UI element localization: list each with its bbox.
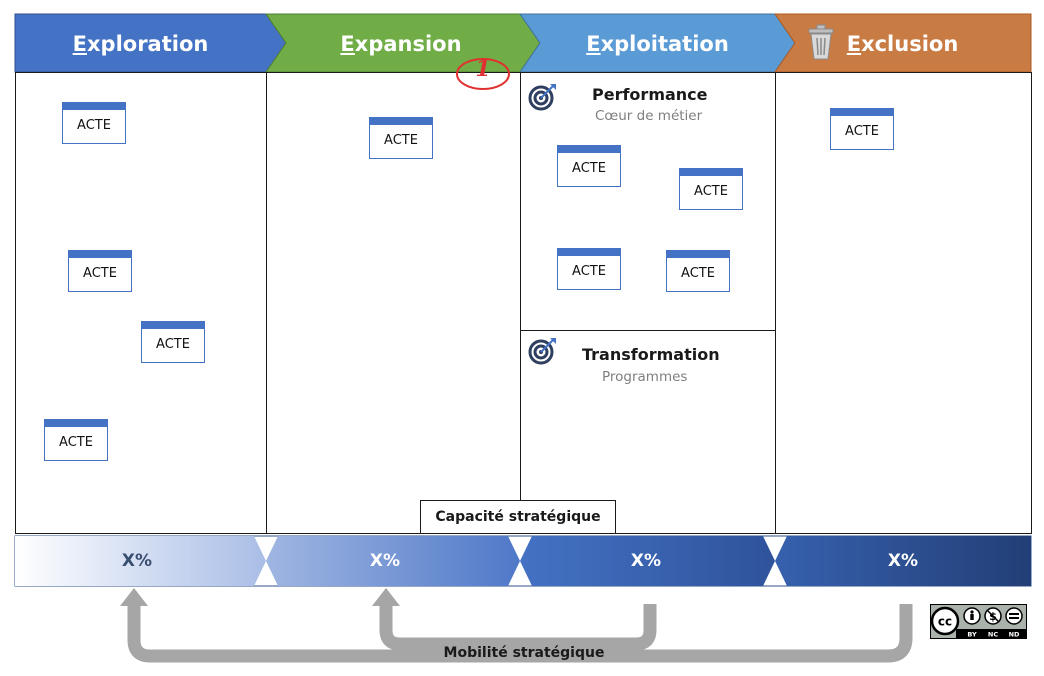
target-icon [528, 84, 556, 111]
license-term: ND [1009, 631, 1020, 639]
annotation-circle [456, 58, 510, 90]
phase-header-bar [14, 13, 1032, 73]
acte-card[interactable]: ACTE [62, 102, 126, 144]
transformation-title: Transformation [582, 345, 720, 364]
mobility-arrow [127, 604, 913, 663]
capacity-bar [14, 535, 1032, 587]
acte-card[interactable]: ACTE [68, 250, 132, 292]
capacity-segment [15, 536, 266, 586]
license-term: NC [988, 631, 998, 639]
performance-subtitle: Cœur de métier [595, 108, 703, 124]
mobility-arrow [379, 604, 657, 651]
capacity-segment [266, 536, 520, 586]
transformation-subtitle: Programmes [602, 369, 688, 385]
acte-card[interactable]: ACTE [369, 117, 433, 159]
phase-label-exploration: Exploration [72, 32, 209, 56]
acte-card[interactable]: ACTE [679, 168, 743, 210]
acte-card[interactable]: ACTE [830, 108, 894, 150]
phase-label-exploitation: Exploitation [586, 32, 729, 56]
exploration-column [15, 72, 267, 534]
capacity-value: X% [369, 551, 401, 571]
exclusion-column [775, 72, 1032, 534]
cc-license-badge: cc $ BY NC ND [930, 604, 1027, 639]
phase-label-expansion: Expansion [340, 32, 462, 56]
annotation-number: 1 [475, 56, 491, 82]
capacity-value: X% [630, 551, 662, 571]
acte-card[interactable]: ACTE [141, 321, 205, 363]
mobility-arrowhead [372, 588, 400, 606]
capacity-value: X% [121, 551, 153, 571]
acte-card[interactable]: ACTE [557, 248, 621, 290]
license-term: BY [967, 631, 977, 639]
capacity-label: Capacité stratégique [420, 500, 616, 534]
capacity-segment [520, 536, 775, 586]
acte-card[interactable]: ACTE [557, 145, 621, 187]
acte-card[interactable]: ACTE [44, 419, 108, 461]
capacity-value: X% [887, 551, 919, 571]
performance-title: Performance [592, 85, 708, 104]
trash-icon [808, 24, 834, 60]
mobility-arrows [120, 588, 913, 663]
acte-card[interactable]: ACTE [666, 250, 730, 292]
nd-icon [1005, 607, 1023, 625]
phase-label-exclusion: Exclusion [846, 32, 959, 56]
mobility-arrowhead [120, 588, 148, 606]
cc-badge-text: cc [938, 615, 952, 629]
target-icon [528, 338, 556, 365]
mobility-label: Mobilité stratégique [443, 645, 605, 661]
capacity-segment [775, 536, 1031, 586]
